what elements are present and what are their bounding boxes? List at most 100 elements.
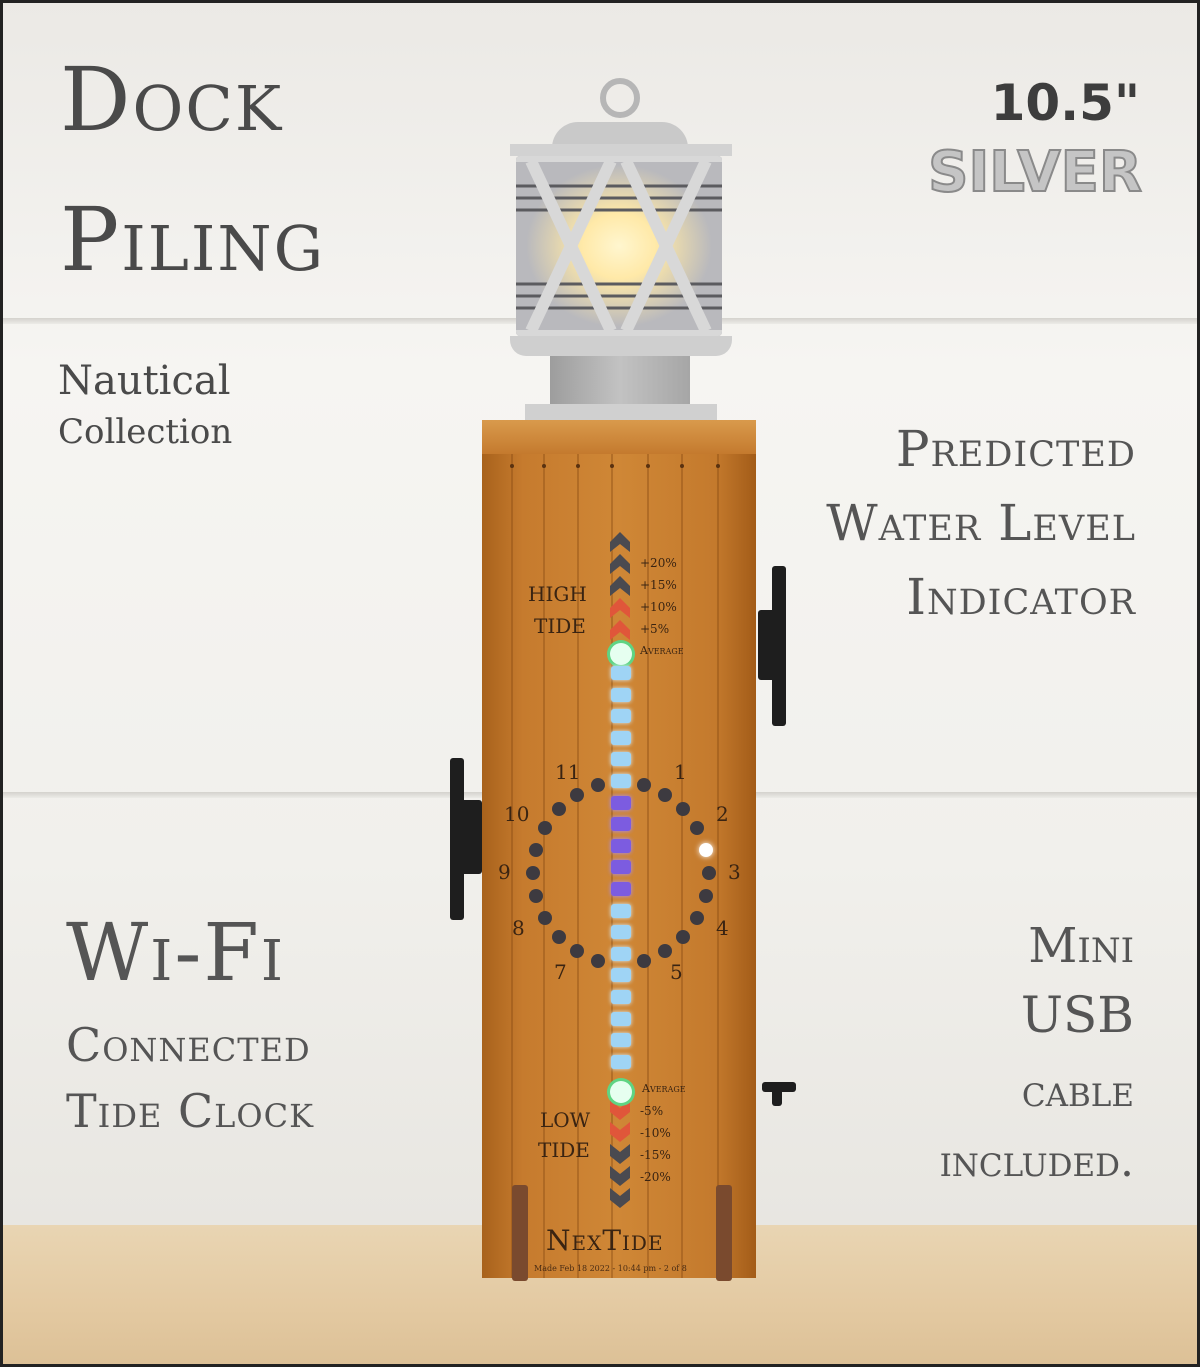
led-segment bbox=[611, 795, 631, 810]
wifi-title: Wi-Fi bbox=[66, 906, 286, 999]
clock-dot bbox=[636, 953, 651, 968]
made-line: Made Feb 18 2022 - 10:44 pm - 2 of 8 bbox=[534, 1264, 687, 1273]
post-top-bevel bbox=[482, 420, 756, 454]
headline-line2: Piling bbox=[60, 188, 326, 291]
led-segment bbox=[611, 666, 631, 680]
lantern-cap bbox=[552, 122, 688, 148]
led-segment bbox=[611, 1054, 631, 1069]
led-segment bbox=[611, 752, 631, 767]
low-mark-20: -20% bbox=[640, 1170, 671, 1184]
clock-numeral-2: 2 bbox=[716, 802, 729, 826]
tide-chevrons-graphic bbox=[610, 532, 630, 1208]
led-segment bbox=[611, 925, 631, 940]
clock-numeral-10: 10 bbox=[504, 802, 530, 826]
led-segment bbox=[611, 1011, 631, 1026]
size-label: 10.5" bbox=[990, 74, 1140, 132]
led-segment bbox=[611, 687, 631, 702]
clock-dot bbox=[699, 889, 713, 904]
clock-dot bbox=[570, 944, 584, 959]
led-segment bbox=[611, 990, 631, 1004]
clock-dot bbox=[528, 889, 543, 904]
high-tide-label-1: HIGH bbox=[528, 582, 587, 606]
accessory-line2: USB bbox=[1020, 986, 1134, 1044]
lantern-top-band bbox=[510, 144, 732, 156]
clock-dot bbox=[537, 911, 552, 926]
low-tide-label-2: TIDE bbox=[538, 1138, 590, 1162]
low-tide-label-1: LOW bbox=[540, 1108, 591, 1132]
led-segment bbox=[611, 709, 631, 724]
clock-dot bbox=[551, 930, 566, 945]
high-tide-label-2: TIDE bbox=[534, 614, 586, 638]
lantern-lattice-graphic bbox=[516, 156, 722, 336]
clock-numeral-9: 9 bbox=[498, 860, 511, 884]
headline-line1: Dock bbox=[60, 48, 284, 151]
accessory-line1: Mini bbox=[1028, 918, 1134, 974]
clock-dot bbox=[702, 866, 716, 880]
feature-line3: Indicator bbox=[906, 568, 1136, 626]
accessory-line3: cable bbox=[1021, 1066, 1134, 1117]
high-mark-15: +15% bbox=[640, 578, 677, 592]
clock-numeral-5: 5 bbox=[670, 960, 683, 984]
clock-numeral-3: 3 bbox=[728, 860, 741, 884]
clock-numeral-8: 8 bbox=[512, 916, 525, 940]
clock-dot bbox=[537, 820, 552, 835]
dock-cleat-right-arm bbox=[758, 610, 780, 680]
led-segment bbox=[611, 838, 631, 853]
small-cleat-right-post bbox=[772, 1082, 782, 1106]
led-segment bbox=[611, 968, 631, 983]
lantern-foot bbox=[525, 404, 717, 420]
clock-numeral-7: 7 bbox=[554, 960, 567, 984]
led-segment bbox=[611, 774, 631, 788]
high-mark-20: +20% bbox=[640, 556, 677, 570]
wifi-line2: Connected bbox=[66, 1018, 311, 1072]
led-segment bbox=[611, 730, 631, 745]
stand-foot-right bbox=[716, 1185, 732, 1281]
clock-numeral-1: 1 bbox=[674, 760, 687, 784]
clock-dot bbox=[526, 866, 540, 880]
lantern-bottom-band bbox=[510, 336, 732, 356]
low-mark-10: -10% bbox=[640, 1126, 671, 1140]
dock-cleat-left bbox=[450, 758, 464, 920]
clock-numeral-4: 4 bbox=[716, 916, 729, 940]
clock-dot bbox=[636, 778, 651, 793]
stand-foot-left bbox=[512, 1185, 528, 1281]
high-mark-10: +10% bbox=[640, 600, 677, 614]
collection-line1: Nautical bbox=[58, 358, 231, 404]
lantern-body bbox=[516, 156, 722, 336]
brand-name: NexTide bbox=[546, 1224, 664, 1257]
clock-dot bbox=[690, 820, 705, 835]
clock-dot bbox=[570, 787, 584, 802]
feature-line1: Predicted bbox=[895, 420, 1136, 478]
low-mark-15: -15% bbox=[640, 1148, 671, 1162]
dock-cleat-left-arm bbox=[458, 800, 482, 874]
collection-line2: Collection bbox=[58, 412, 233, 452]
clock-dot bbox=[699, 842, 713, 857]
clock-numeral-11: 11 bbox=[555, 760, 581, 784]
led-segment bbox=[611, 860, 631, 875]
clock-dot bbox=[676, 930, 691, 945]
clock-dot bbox=[591, 778, 606, 793]
led-segment bbox=[611, 903, 631, 918]
low-mark-average: Average bbox=[642, 1082, 686, 1095]
finish-label: SILVER bbox=[927, 139, 1143, 206]
led-average-high bbox=[610, 643, 632, 665]
clock-dot bbox=[690, 911, 705, 926]
hanging-ring bbox=[600, 78, 640, 118]
high-mark-5: +5% bbox=[640, 622, 670, 636]
accessory-line4: included. bbox=[939, 1136, 1134, 1187]
clock-dot bbox=[551, 801, 566, 816]
clock-dot bbox=[528, 842, 543, 857]
led-segment bbox=[611, 817, 631, 832]
clock-dot bbox=[658, 944, 672, 959]
led-average-low bbox=[610, 1081, 632, 1103]
feature-line2: Water Level bbox=[826, 494, 1136, 552]
low-mark-5: -5% bbox=[640, 1104, 664, 1118]
clock-dot bbox=[676, 801, 691, 816]
clock-dot bbox=[591, 953, 606, 968]
high-mark-average: Average bbox=[640, 644, 684, 657]
led-segment bbox=[611, 946, 631, 961]
led-segment bbox=[611, 882, 631, 896]
wifi-line3: Tide Clock bbox=[66, 1084, 315, 1138]
clock-dot bbox=[658, 787, 672, 802]
led-segment bbox=[611, 1033, 631, 1048]
